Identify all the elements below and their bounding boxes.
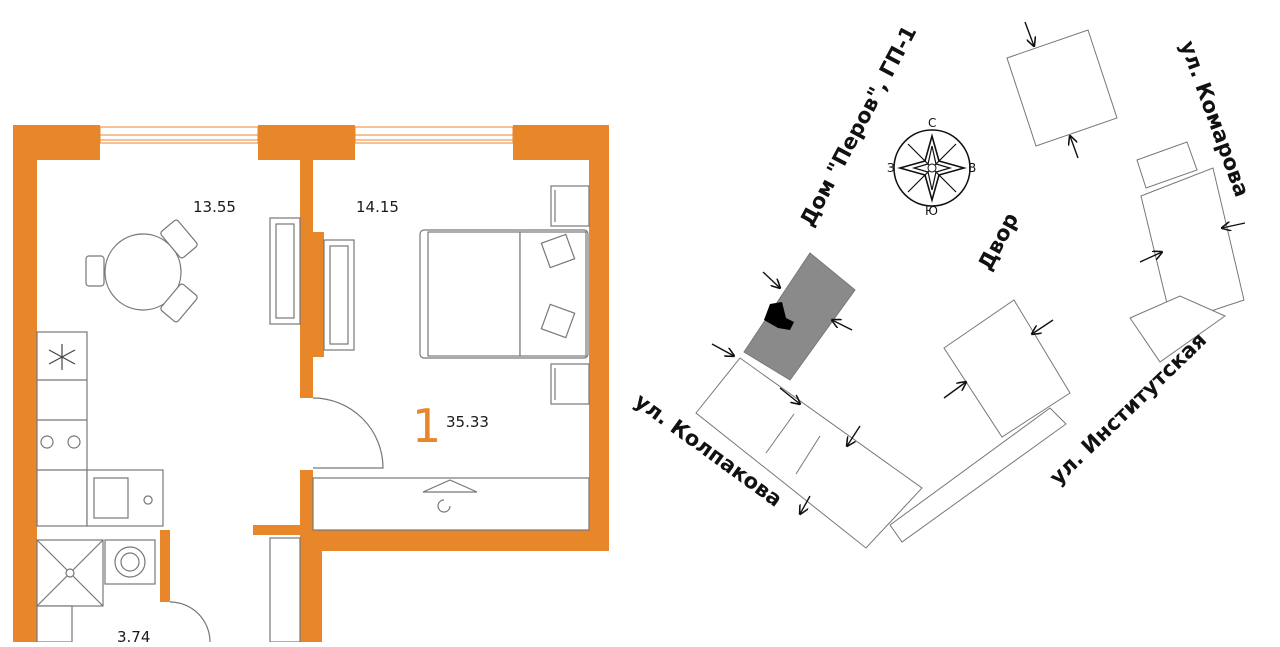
- outer-walls: [13, 125, 609, 642]
- compass-north: С: [928, 116, 936, 130]
- bed: [419, 229, 589, 359]
- kitchen-area: 13.55: [193, 198, 236, 216]
- building-right-lower: [1129, 295, 1227, 363]
- building-lower-wing: [889, 407, 1067, 543]
- building-top: [1006, 29, 1118, 147]
- dining-table: [85, 219, 198, 323]
- tv-unit-kitchen: [269, 217, 301, 325]
- compass-west: З: [887, 161, 895, 175]
- tv-unit-bedroom: [323, 239, 355, 351]
- bedside-table-top: [550, 185, 590, 227]
- bedroom-area: 14.15: [356, 198, 399, 216]
- building-right-long: [1140, 167, 1245, 325]
- compass-rose: С Ю В З: [887, 116, 976, 218]
- window-bedroom: [354, 126, 514, 144]
- bedside-table-bottom: [550, 363, 590, 405]
- bath-area: 3.74: [117, 628, 150, 642]
- courtyard-label: Двор: [973, 209, 1023, 275]
- apartment-location-marker: [764, 302, 794, 330]
- kitchen-counter: [36, 331, 164, 527]
- total-area: 35.33: [446, 413, 489, 431]
- rooms-count: 1: [412, 399, 441, 453]
- doors: [169, 397, 384, 643]
- compass-east: В: [968, 161, 976, 175]
- building-current: [743, 252, 856, 381]
- bathroom-fixtures: [36, 537, 301, 643]
- floor-plan: 13.55 14.15 1 35.33 3.74: [13, 125, 609, 646]
- wardrobe: [312, 477, 590, 531]
- building-right-small: [1136, 141, 1198, 189]
- snowflake-icon: [48, 344, 76, 370]
- street-institutskaya: ул. Институтская: [1045, 328, 1211, 490]
- window-kitchen: [99, 126, 259, 144]
- compass-south: Ю: [925, 204, 938, 218]
- site-plan: С Ю В З Дом "Перов", ГП-1 Двор ул. Комар…: [630, 21, 1254, 549]
- entrance-arrows: [711, 21, 1246, 514]
- building-label: Дом "Перов", ГП-1: [795, 22, 921, 231]
- building-middle: [943, 299, 1071, 438]
